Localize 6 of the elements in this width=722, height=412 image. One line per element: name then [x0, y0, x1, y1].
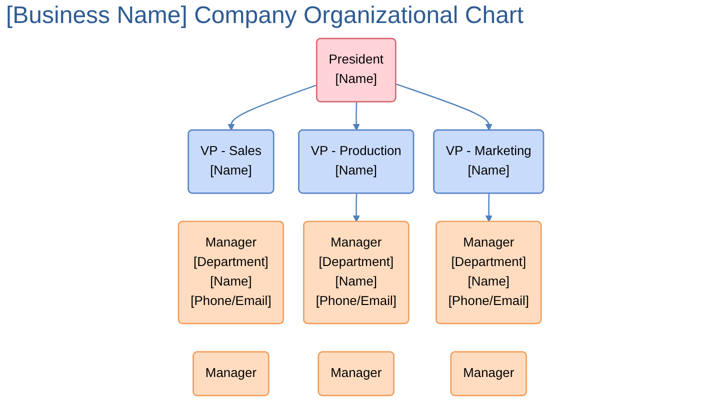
arrow [352, 194, 360, 222]
chart-title: [Business Name] Company Organizational Chart [6, 2, 525, 30]
arrow [396, 84, 492, 131]
arrow [485, 194, 492, 222]
arrow [352, 102, 360, 131]
arrow [228, 84, 318, 131]
